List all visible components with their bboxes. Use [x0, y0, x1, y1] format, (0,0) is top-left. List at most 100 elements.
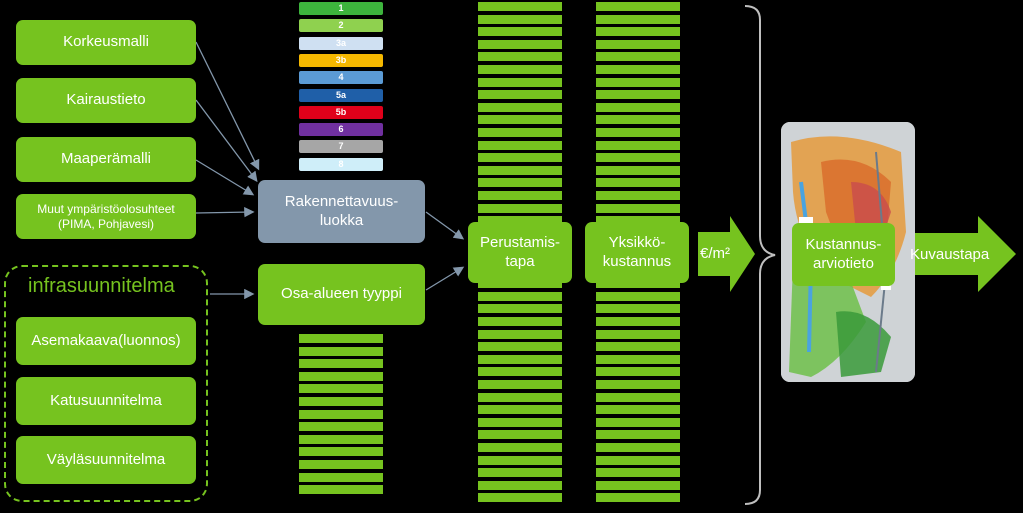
stripe-bar — [596, 354, 680, 364]
stripe-bar — [596, 39, 680, 49]
arrow-muut — [195, 206, 255, 218]
stripe-bar — [478, 77, 562, 87]
stripe-bar — [596, 140, 680, 150]
stripe-bar — [596, 153, 680, 163]
stripe-bar — [596, 115, 680, 125]
stripe-bar — [596, 203, 680, 213]
stripe-bar — [596, 191, 680, 200]
stripe-bar — [478, 392, 562, 402]
kustannusarviotieto-box: Kustannus- arviotieto — [792, 223, 895, 286]
class-chip-7: 7 — [299, 140, 383, 154]
stripe-bar — [478, 2, 562, 11]
stripe-bar — [596, 90, 680, 100]
stripe-bar — [478, 279, 562, 289]
arrow-osa-alue — [425, 266, 465, 291]
stripe-bar — [478, 102, 562, 112]
stripe-bar — [478, 468, 562, 478]
stripe-bar — [299, 447, 383, 457]
unit-arrow-label: €/m² — [700, 245, 730, 262]
stripe-bar — [596, 430, 680, 440]
stripe-bar — [299, 397, 383, 406]
stripe-bar — [299, 334, 383, 343]
stripe-bar — [299, 346, 383, 356]
arrow-kairaustieto — [195, 99, 258, 183]
stripe-bar — [478, 291, 562, 301]
stripe-bar — [596, 77, 680, 87]
stripe-bar — [478, 27, 562, 37]
stripe-bar — [478, 115, 562, 125]
arrow-maaperamalli — [195, 159, 255, 196]
arrow-korkeusmalli — [195, 41, 260, 171]
maaperamalli-box: Maaperämalli — [16, 137, 196, 182]
stripe-bar — [478, 493, 562, 503]
kuvaustapa-label: Kuvaustapa — [910, 246, 990, 263]
stripe-bar — [478, 405, 562, 415]
class-chip-4: 4 — [299, 71, 383, 85]
stripe-bar — [596, 178, 680, 188]
stripe-bar — [478, 317, 562, 326]
stripe-bar — [596, 2, 680, 11]
stripe-bar — [478, 165, 562, 175]
stripe-bar — [478, 39, 562, 49]
infrasuunnitelma-group — [4, 265, 208, 502]
muut-ymparistoolosuhteet-box: Muut ympäristöolosuhteet (PIMA, Pohjaves… — [16, 194, 196, 239]
stripe-bar — [299, 472, 383, 482]
stripe-bar — [596, 291, 680, 301]
stripe-bar — [299, 460, 383, 469]
stripe-bar — [299, 434, 383, 444]
stripe-bar — [478, 14, 562, 24]
stripe-bar — [596, 27, 680, 37]
perustamistapa-box: Perustamis- tapa — [468, 222, 572, 283]
stripe-bar — [299, 422, 383, 432]
stripe-bar — [478, 178, 562, 188]
stripe-bar — [596, 392, 680, 402]
stripe-bar — [478, 216, 562, 226]
stripe-bar — [596, 417, 680, 427]
stripe-bar — [596, 493, 680, 503]
class-chip-2: 2 — [299, 19, 383, 33]
class-chip-5a: 5a — [299, 88, 383, 102]
stripe-bar — [478, 417, 562, 427]
stripe-bar — [478, 128, 562, 137]
stripe-bar — [596, 317, 680, 326]
stripe-bar — [478, 430, 562, 440]
stripe-bar — [596, 279, 680, 289]
stripe-bar — [299, 485, 383, 495]
stripe-bar — [478, 191, 562, 200]
stripe-bar — [596, 14, 680, 24]
katusuunnitelma-box: Katusuunnitelma — [16, 377, 196, 425]
kairaustieto-box: Kairaustieto — [16, 78, 196, 123]
stripe-bar — [596, 128, 680, 137]
stripe-bar — [478, 153, 562, 163]
stripe-bar — [478, 354, 562, 364]
stripe-bar — [596, 367, 680, 377]
stripe-bar — [478, 380, 562, 389]
stripe-bar — [478, 52, 562, 62]
stripe-bar — [299, 359, 383, 369]
stripe-bar — [596, 216, 680, 226]
stripe-bar — [596, 102, 680, 112]
stripe-bar — [596, 405, 680, 415]
korkeusmalli-box: Korkeusmalli — [16, 20, 196, 65]
vaylasuunnitelma-box: Väyläsuunnitelma — [16, 436, 196, 484]
stripe-bar — [299, 409, 383, 419]
infrasuunnitelma-title: infrasuunnitelma — [28, 275, 175, 297]
stripe-bar — [596, 329, 680, 339]
stripe-bar — [478, 455, 562, 465]
class-chip-3b: 3b — [299, 53, 383, 67]
stripe-bar — [596, 380, 680, 389]
stripe-bar — [299, 384, 383, 394]
stripe-bar — [478, 203, 562, 213]
stripe-bar — [596, 443, 680, 452]
stripe-bar — [478, 140, 562, 150]
stripe-bar — [299, 371, 383, 381]
rakennettavuusluokka-box: Rakennettavuus- luokka — [258, 180, 425, 243]
stripe-bar — [478, 304, 562, 314]
class-chip-3a: 3a — [299, 36, 383, 50]
stripe-bar — [596, 304, 680, 314]
stripe-bar — [596, 455, 680, 465]
stripe-bar — [596, 342, 680, 352]
stripe-bar — [478, 480, 562, 490]
stripe-bar — [478, 329, 562, 339]
osa-alueen-tyyppi-box: Osa-alueen tyyppi — [258, 264, 425, 325]
